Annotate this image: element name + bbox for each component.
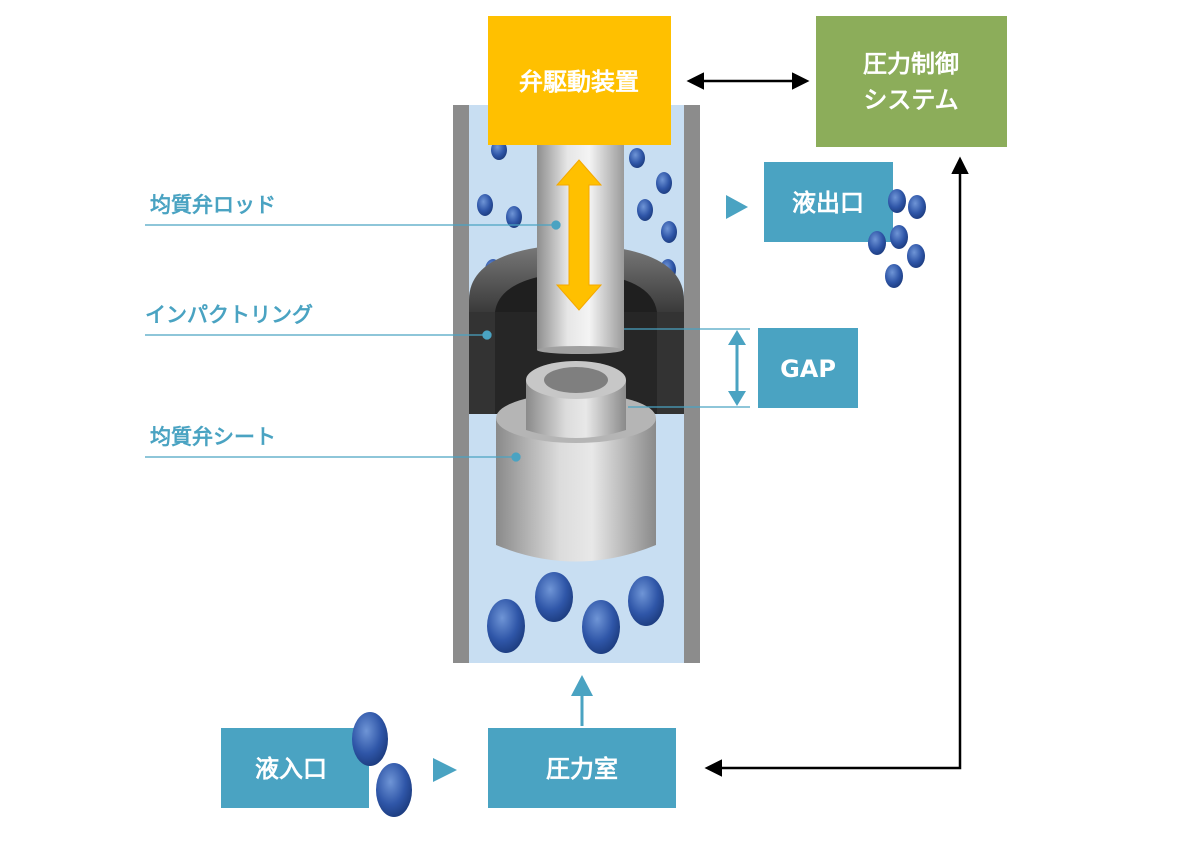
- valve-rod-label: 均質弁ロッド: [150, 193, 276, 217]
- rod-motion-arrow: [555, 159, 603, 311]
- droplet: [629, 148, 645, 168]
- inlet-droplets: [352, 712, 412, 817]
- droplet: [868, 231, 886, 255]
- droplet: [908, 195, 926, 219]
- liquid-inlet-box: [221, 728, 369, 808]
- droplet: [352, 712, 388, 766]
- valve-rod-tip: [537, 346, 623, 354]
- liquid-inlet-label: 液入口: [255, 755, 327, 783]
- inlet-arrow-icon: [433, 758, 457, 782]
- label-leaders: [145, 220, 561, 462]
- droplet: [477, 194, 493, 216]
- droplet: [890, 225, 908, 249]
- valve-seat-label: 均質弁シート: [150, 425, 276, 449]
- pressure-control-label-line1: 圧力制御: [863, 50, 959, 78]
- pressure-chamber-label: 圧力室: [546, 755, 618, 783]
- liquid-outlet-label: 液出口: [792, 189, 864, 217]
- droplet: [888, 189, 906, 213]
- valve-seat: [496, 361, 656, 562]
- droplet: [656, 172, 672, 194]
- impact-ring-label: インパクトリング: [145, 303, 313, 327]
- droplet: [487, 599, 525, 653]
- valve-drive-label: 弁駆動装置: [519, 68, 639, 96]
- droplet: [582, 600, 620, 654]
- droplet: [637, 199, 653, 221]
- cylinder-left-wall: [453, 105, 469, 663]
- outlet-arrow-icon: [726, 195, 748, 219]
- cylinder-right-wall: [684, 105, 700, 663]
- droplet: [907, 244, 925, 268]
- lower-droplets: [487, 572, 664, 654]
- droplet: [628, 576, 664, 626]
- pressure-chamber-box: [488, 728, 676, 808]
- valve-drive-box: [488, 16, 671, 145]
- control-chamber-connector: [704, 156, 969, 777]
- pressure-control-label-line2: システム: [863, 86, 958, 114]
- chamber-to-cylinder-arrow: [571, 675, 593, 726]
- droplet: [506, 206, 522, 228]
- droplet: [661, 221, 677, 243]
- gap-label: GAP: [780, 355, 836, 383]
- pressure-control-box: [816, 16, 1007, 147]
- droplet: [376, 763, 412, 817]
- droplet: [885, 264, 903, 288]
- droplet: [535, 572, 573, 622]
